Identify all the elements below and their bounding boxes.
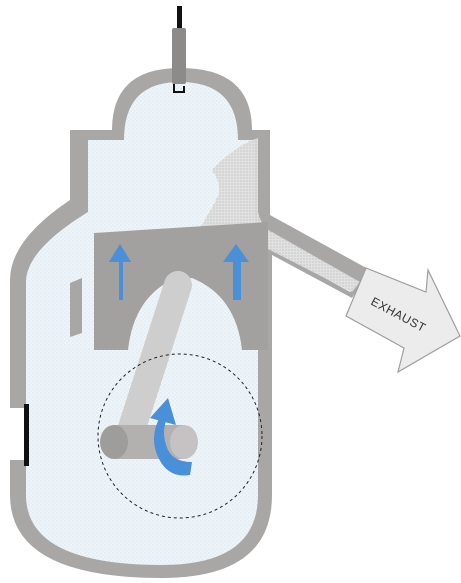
connecting-rod xyxy=(114,271,192,454)
rotation-arrow-icon xyxy=(150,398,192,476)
up-arrow-icon xyxy=(223,244,249,300)
piston xyxy=(94,222,268,350)
spark-plug-icon xyxy=(172,6,186,93)
intake-port xyxy=(10,408,28,460)
transfer-port-fin-left xyxy=(70,278,82,337)
crank-path xyxy=(97,353,263,519)
exhaust-gas-plume xyxy=(200,138,360,292)
exhaust-arrow-icon xyxy=(345,267,461,374)
up-arrow-icon xyxy=(109,244,131,300)
intake-port-seal xyxy=(24,404,29,466)
crankshaft xyxy=(100,425,198,459)
